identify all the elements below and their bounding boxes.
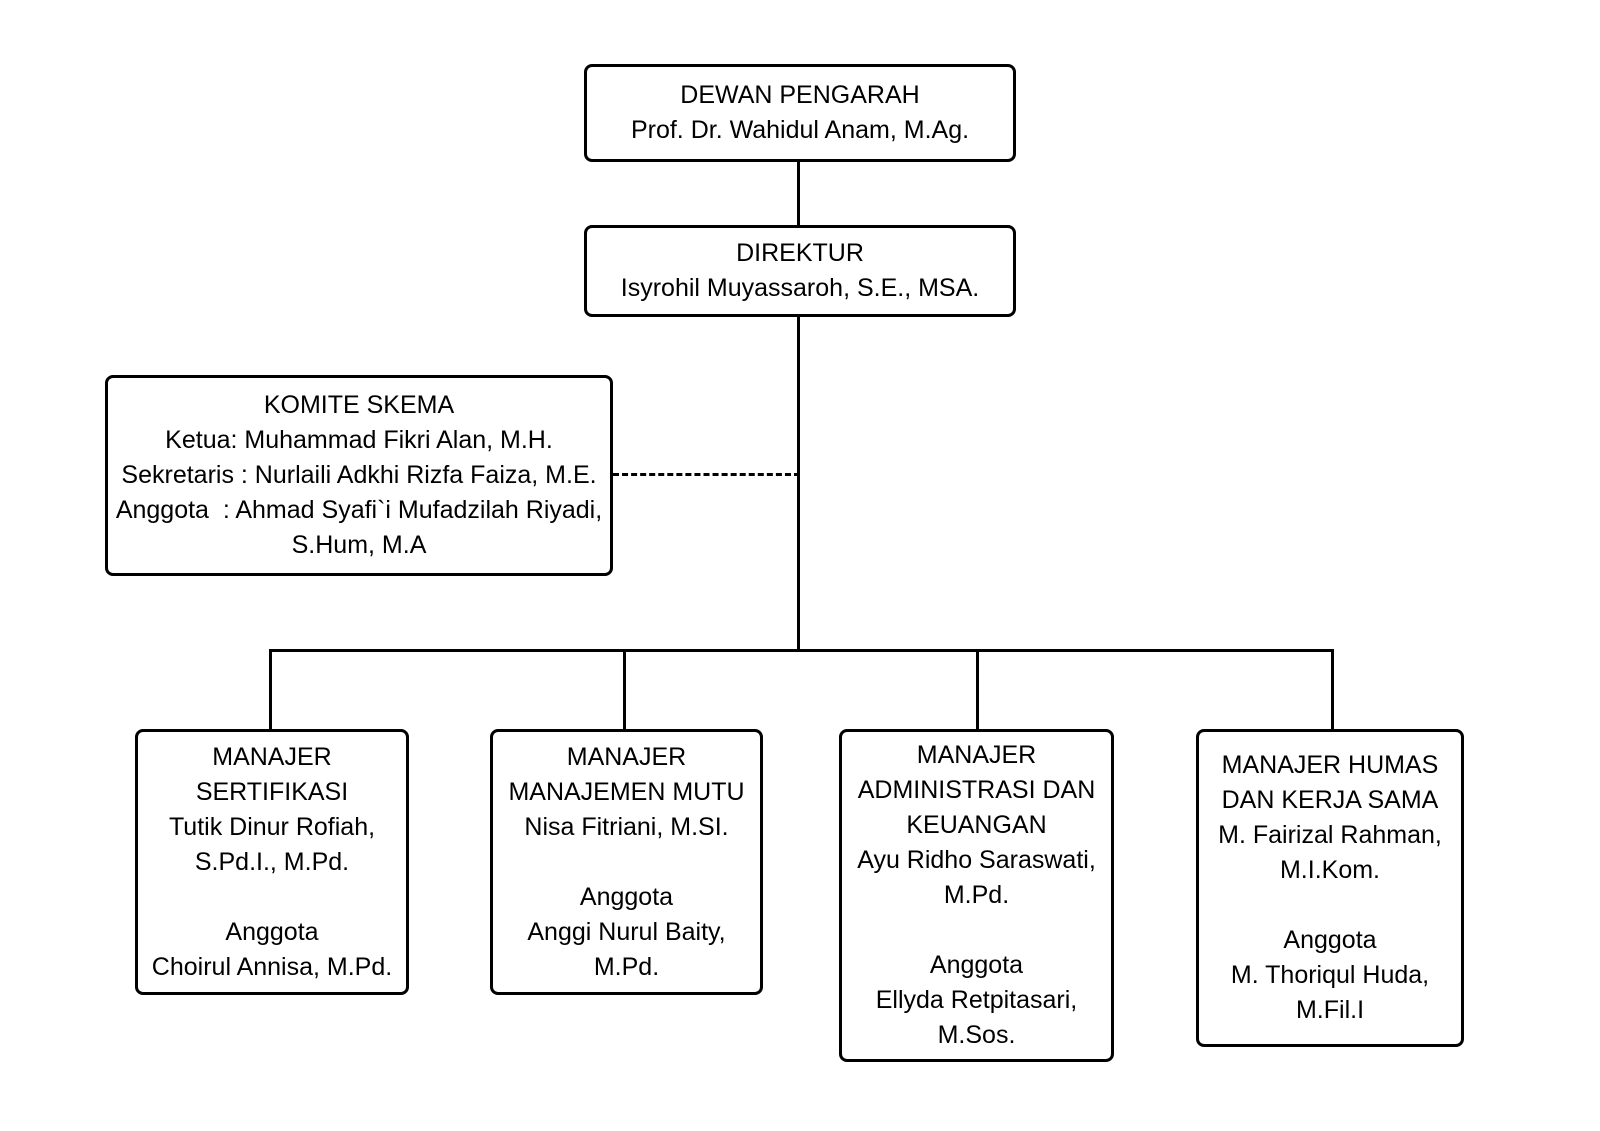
anggota-label: Anggota (1283, 926, 1377, 954)
manajer-administrasi-title: MANAJER ADMINISTRASI DAN KEUANGAN (857, 741, 1096, 839)
dewan-pengarah-title: DEWAN PENGARAH (680, 81, 920, 109)
komite-skema-members: Ketua: Muhammad Fikri Alan, M.H. Sekreta… (115, 426, 603, 559)
connector-direktur-trunk (797, 315, 800, 651)
anggota-member: Ellyda Retpitasari, M.Sos. (875, 986, 1078, 1049)
manajer-manajemen-mutu-name: Nisa Fitriani, M.SI. (524, 812, 729, 841)
anggota-member: Anggi Nurul Baity, M.Pd. (527, 917, 726, 981)
node-komite-skema: KOMITE SKEMA Ketua: Muhammad Fikri Alan,… (105, 375, 613, 576)
node-dewan-pengarah: DEWAN PENGARAH Prof. Dr. Wahidul Anam, M… (584, 64, 1016, 162)
connector-stub-manajemen-mutu (623, 649, 626, 731)
manajer-humas-title: MANAJER HUMAS DAN KERJA SAMA (1221, 751, 1439, 814)
node-manajer-humas-kerjasama: MANAJER HUMAS DAN KERJA SAMA M. Fairizal… (1196, 729, 1464, 1047)
node-manajer-manajemen-mutu: MANAJER MANAJEMEN MUTU Nisa Fitriani, M.… (490, 729, 763, 995)
manajer-administrasi-name: Ayu Ridho Saraswati, M.Pd. (857, 846, 1096, 909)
manajer-manajemen-mutu-title: MANAJER MANAJEMEN MUTU (508, 742, 745, 806)
anggota-label: Anggota (929, 951, 1024, 979)
connector-stub-administrasi (976, 649, 979, 731)
node-manajer-administrasi-keuangan: MANAJER ADMINISTRASI DAN KEUANGAN Ayu Ri… (839, 729, 1114, 1062)
anggota-member: M. Thoriqul Huda, M.Fil.I (1230, 961, 1430, 1024)
dewan-pengarah-person: Prof. Dr. Wahidul Anam, M.Ag. (630, 116, 970, 144)
connector-rail (269, 649, 1334, 652)
connector-stub-sertifikasi (269, 649, 272, 731)
manajer-sertifikasi-anggota: Anggota Choirul Annisa, M.Pd. (152, 915, 392, 985)
manajer-manajemen-mutu-anggota: Anggota Anggi Nurul Baity, M.Pd. (527, 880, 725, 985)
connector-dewan-direktur (797, 160, 800, 227)
direktur-person: Isyrohil Muyassaroh, S.E., MSA. (620, 274, 980, 302)
connector-komite-dashed (613, 473, 800, 476)
node-direktur: DIREKTUR Isyrohil Muyassaroh, S.E., MSA. (584, 225, 1016, 317)
manajer-administrasi-anggota: Anggota Ellyda Retpitasari, M.Sos. (876, 948, 1077, 1053)
connector-stub-humas (1331, 649, 1334, 731)
manajer-sertifikasi-name: Tutik Dinur Rofiah, S.Pd.I., M.Pd. (168, 812, 376, 876)
manajer-humas-name: M. Fairizal Rahman, M.I.Kom. (1218, 821, 1442, 884)
anggota-label: Anggota (579, 882, 674, 911)
anggota-member: Choirul Annisa, M.Pd. (151, 952, 393, 981)
manajer-humas-anggota: Anggota M. Thoriqul Huda, M.Fil.I (1231, 923, 1429, 1028)
manajer-sertifikasi-title: MANAJER SERTIFIKASI (195, 742, 349, 806)
komite-skema-title: KOMITE SKEMA (263, 391, 455, 419)
anggota-label: Anggota (225, 917, 319, 946)
node-manajer-sertifikasi: MANAJER SERTIFIKASI Tutik Dinur Rofiah, … (135, 729, 409, 995)
direktur-title: DIREKTUR (736, 239, 864, 267)
